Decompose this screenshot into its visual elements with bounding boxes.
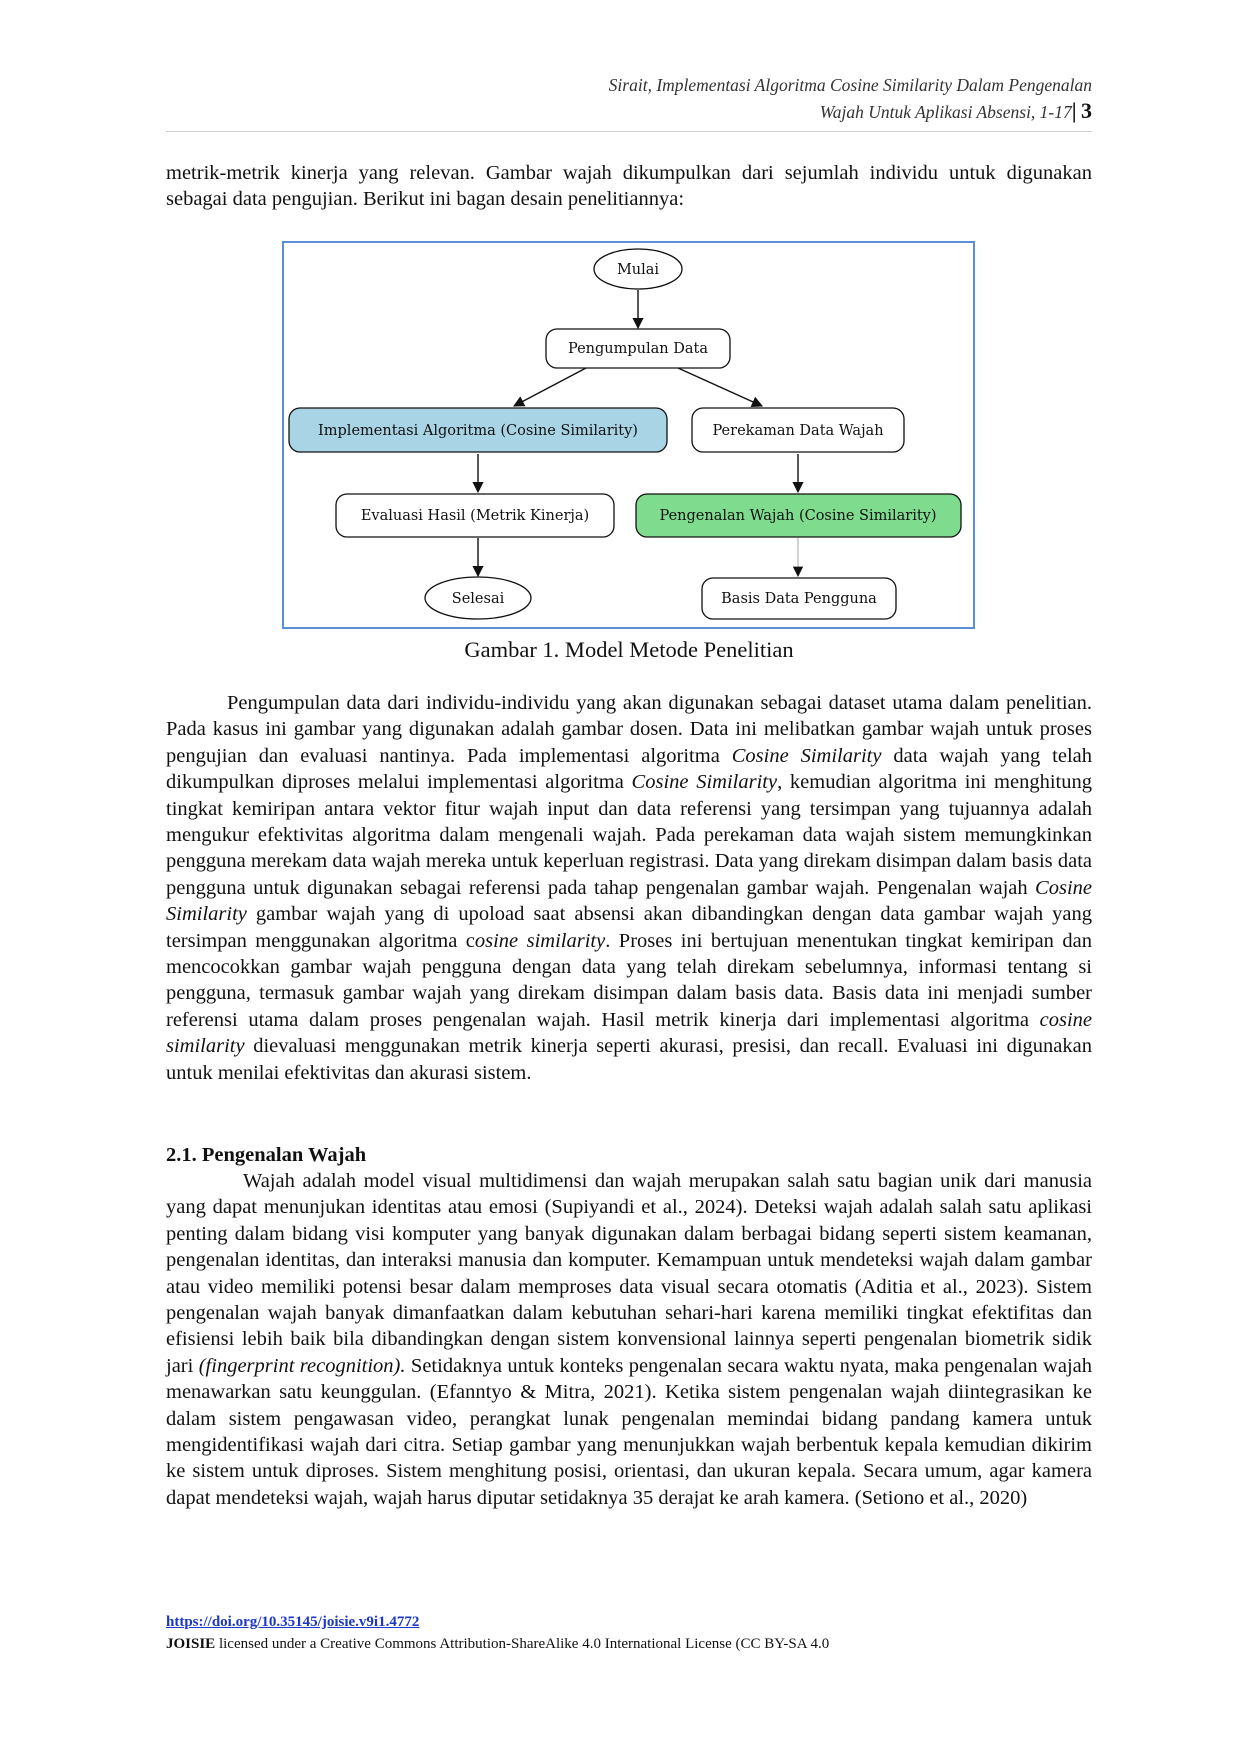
header-citation: Wajah Untuk Aplikasi Absensi, 1-17 xyxy=(819,102,1072,122)
header-line-2: Wajah Untuk Aplikasi Absensi, 1-17| 3 xyxy=(166,98,1092,125)
p1-italic-2: Cosine Similarity xyxy=(631,771,778,794)
edge-collect-record xyxy=(677,367,764,407)
node-database: Basis Data Pengguna xyxy=(701,577,897,620)
p1-text-3: , kemudian algoritma ini menghitung ting… xyxy=(166,771,1092,899)
node-evaluate-label: Evaluasi Hasil (Metrik Kinerja) xyxy=(361,508,589,524)
node-start: Mulai xyxy=(593,248,683,290)
p1-text-4: gambar wajah yang di upoload saat absens… xyxy=(166,903,1092,952)
header-rule xyxy=(166,131,1092,132)
node-recognize: Pengenalan Wajah (Cosine Similarity) xyxy=(635,493,962,538)
p1-italic-5: cosine similarity xyxy=(166,1008,1092,1058)
header-separator: | xyxy=(1071,98,1077,123)
node-start-label: Mulai xyxy=(617,262,659,278)
node-collect: Pengumpulan Data xyxy=(545,328,731,369)
node-database-label: Basis Data Pengguna xyxy=(721,591,877,607)
section-heading: 2.1. Pengenalan Wajah xyxy=(166,1144,367,1166)
p2-text-2: Setidaknya untuk konteks pengenalan seca… xyxy=(166,1354,1092,1509)
node-record-label: Perekaman Data Wajah xyxy=(712,423,883,439)
p1-text-5: . Proses ini bertujuan menentukan tingka… xyxy=(166,929,1092,1031)
header-line-1: Sirait, Implementasi Algoritma Cosine Si… xyxy=(608,75,1092,95)
p1-italic-3: Cosine Similarity xyxy=(166,876,1092,926)
license-text: licensed under a Creative Commons Attrib… xyxy=(215,1636,830,1652)
body-paragraph-2: Wajah adalah model visual multidimensi d… xyxy=(166,1168,1092,1511)
intro-paragraph: metrik-metrik kinerja yang relevan. Gamb… xyxy=(166,162,1092,211)
doi-link[interactable]: https://doi.org/10.35145/joisie.v9i1.477… xyxy=(166,1614,420,1630)
node-finish-label: Selesai xyxy=(452,591,505,607)
node-implement-label: Implementasi Algoritma (Cosine Similarit… xyxy=(318,423,638,439)
node-evaluate: Evaluasi Hasil (Metrik Kinerja) xyxy=(335,493,615,538)
p1-text-6: dievaluasi menggunakan metrik kinerja se… xyxy=(166,1035,1092,1084)
journal-name: JOISIE xyxy=(166,1636,216,1652)
flowchart-figure: Mulai Pengumpulan Data Implementasi Algo… xyxy=(282,241,975,629)
p1-text-2: data wajah yang telah dikumpulkan dipros… xyxy=(166,744,1093,794)
node-collect-label: Pengumpulan Data xyxy=(568,341,708,357)
node-implement: Implementasi Algoritma (Cosine Similarit… xyxy=(288,407,668,453)
p2-text-1: Wajah adalah model visual multidimensi d… xyxy=(166,1170,1092,1377)
figure-caption: Gambar 1. Model Metode Penelitian xyxy=(464,637,794,662)
node-recognize-label: Pengenalan Wajah (Cosine Similarity) xyxy=(659,508,936,524)
node-record: Perekaman Data Wajah xyxy=(691,407,905,453)
node-finish: Selesai xyxy=(424,576,532,620)
p1-italic-1: Cosine Similarity xyxy=(731,744,882,767)
flowchart-edges xyxy=(472,290,804,578)
p1-text-1: Pengumpulan data dari individu-individu … xyxy=(166,692,1092,767)
flowchart-svg: Mulai Pengumpulan Data Implementasi Algo… xyxy=(288,248,962,620)
p1-italic-4: osine similarity xyxy=(474,929,606,952)
body-paragraph-1: Pengumpulan data dari individu-individu … xyxy=(166,690,1092,1086)
running-header: Sirait, Implementasi Algoritma Cosine Si… xyxy=(166,72,1092,125)
edge-collect-implement xyxy=(513,367,587,407)
p2-italic-1: (fingerprint recognition). xyxy=(198,1354,406,1377)
license-line: JOISIE licensed under a Creative Commons… xyxy=(166,1634,829,1654)
page-number: 3 xyxy=(1081,98,1092,123)
